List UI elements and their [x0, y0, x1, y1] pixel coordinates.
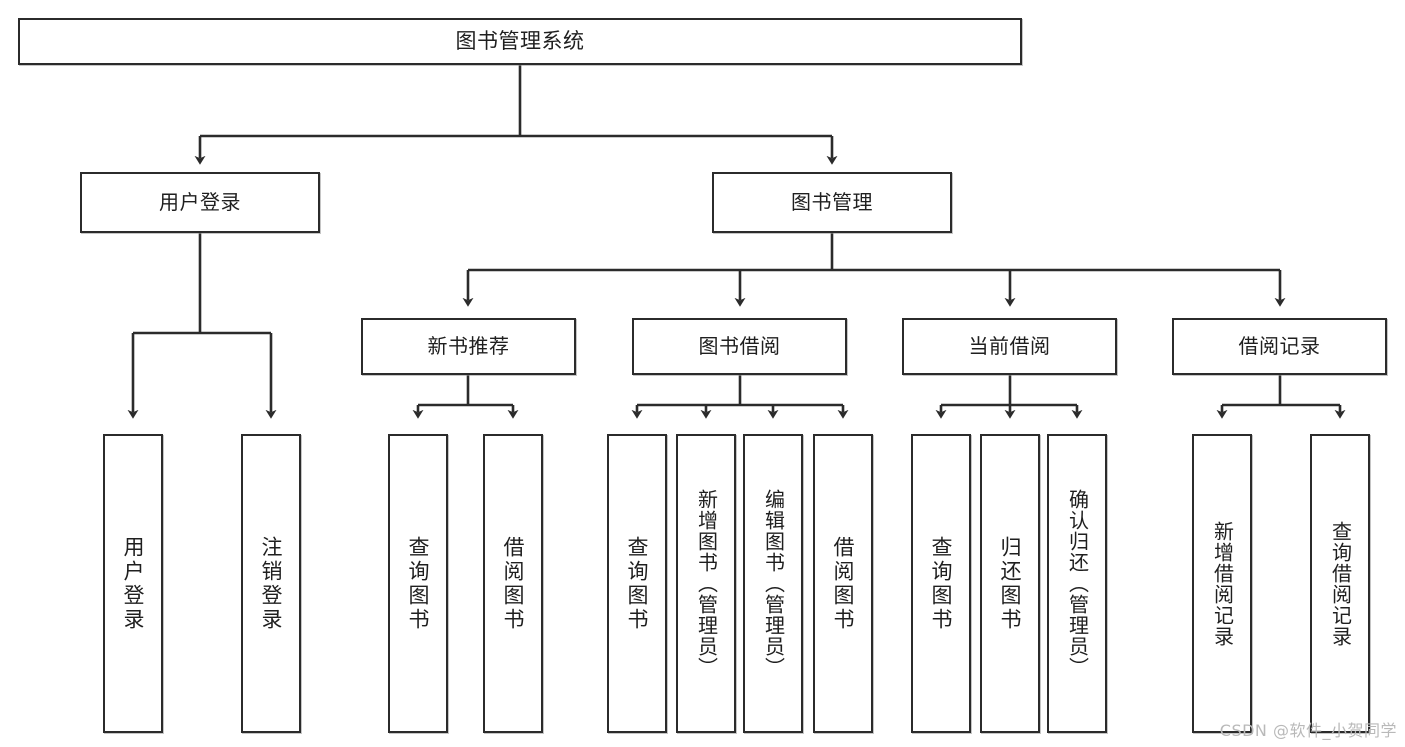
node-current-borrow[interactable]: 当前借阅 — [902, 318, 1117, 375]
node-leaf-edit-book[interactable]: 编辑图书（管理员） — [743, 434, 803, 733]
node-book-borrow-label: 图书借阅 — [698, 333, 781, 358]
node-current-borrow-label: 当前借阅 — [968, 333, 1051, 358]
node-book-borrow[interactable]: 图书借阅 — [632, 318, 847, 375]
node-leaf-return-book[interactable]: 归还图书 — [980, 434, 1040, 733]
node-leaf-confirm-return-label: 确认归还（管理员） — [1065, 489, 1090, 678]
node-leaf-add-book-label: 新增图书（管理员） — [694, 489, 719, 678]
node-leaf-query-record[interactable]: 查询借阅记录 — [1310, 434, 1370, 733]
node-leaf-borrow-book-2-label: 借阅图书 — [831, 535, 856, 632]
node-leaf-borrow-book-1-label: 借阅图书 — [501, 535, 526, 632]
node-leaf-logout-login-label: 注销登录 — [259, 535, 284, 632]
node-leaf-query-book-2-label: 查询图书 — [625, 535, 650, 632]
node-leaf-add-book[interactable]: 新增图书（管理员） — [676, 434, 736, 733]
node-leaf-query-book-1[interactable]: 查询图书 — [388, 434, 448, 733]
node-leaf-query-book-2[interactable]: 查询图书 — [607, 434, 667, 733]
node-leaf-query-book-3[interactable]: 查询图书 — [911, 434, 971, 733]
node-leaf-logout-login[interactable]: 注销登录 — [241, 434, 301, 733]
node-leaf-query-book-1-label: 查询图书 — [406, 535, 431, 632]
node-leaf-borrow-book-1[interactable]: 借阅图书 — [483, 434, 543, 733]
node-leaf-edit-book-label: 编辑图书（管理员） — [761, 489, 786, 678]
node-leaf-add-record[interactable]: 新增借阅记录 — [1192, 434, 1252, 733]
node-leaf-query-record-label: 查询借阅记录 — [1328, 520, 1353, 647]
node-book-manage-label: 图书管理 — [791, 189, 873, 214]
node-user-login-label: 用户登录 — [159, 189, 241, 214]
node-borrow-record[interactable]: 借阅记录 — [1172, 318, 1387, 375]
node-leaf-user-login[interactable]: 用户登录 — [103, 434, 163, 733]
node-book-manage[interactable]: 图书管理 — [712, 172, 952, 233]
csdn-watermark: CSDN @软件_小贺同学 — [1219, 721, 1397, 740]
node-leaf-user-login-label: 用户登录 — [121, 535, 146, 632]
node-leaf-borrow-book-2[interactable]: 借阅图书 — [813, 434, 873, 733]
node-new-book-recommend-label: 新书推荐 — [427, 333, 510, 358]
node-new-book-recommend[interactable]: 新书推荐 — [361, 318, 576, 375]
node-leaf-query-book-3-label: 查询图书 — [929, 535, 954, 632]
node-root-system-label: 图书管理系统 — [455, 29, 585, 54]
node-borrow-record-label: 借阅记录 — [1238, 333, 1321, 358]
node-user-login[interactable]: 用户登录 — [80, 172, 320, 233]
node-leaf-confirm-return[interactable]: 确认归还（管理员） — [1047, 434, 1107, 733]
node-root-system[interactable]: 图书管理系统 — [18, 18, 1022, 65]
node-leaf-return-book-label: 归还图书 — [998, 535, 1023, 632]
node-leaf-add-record-label: 新增借阅记录 — [1210, 520, 1235, 647]
